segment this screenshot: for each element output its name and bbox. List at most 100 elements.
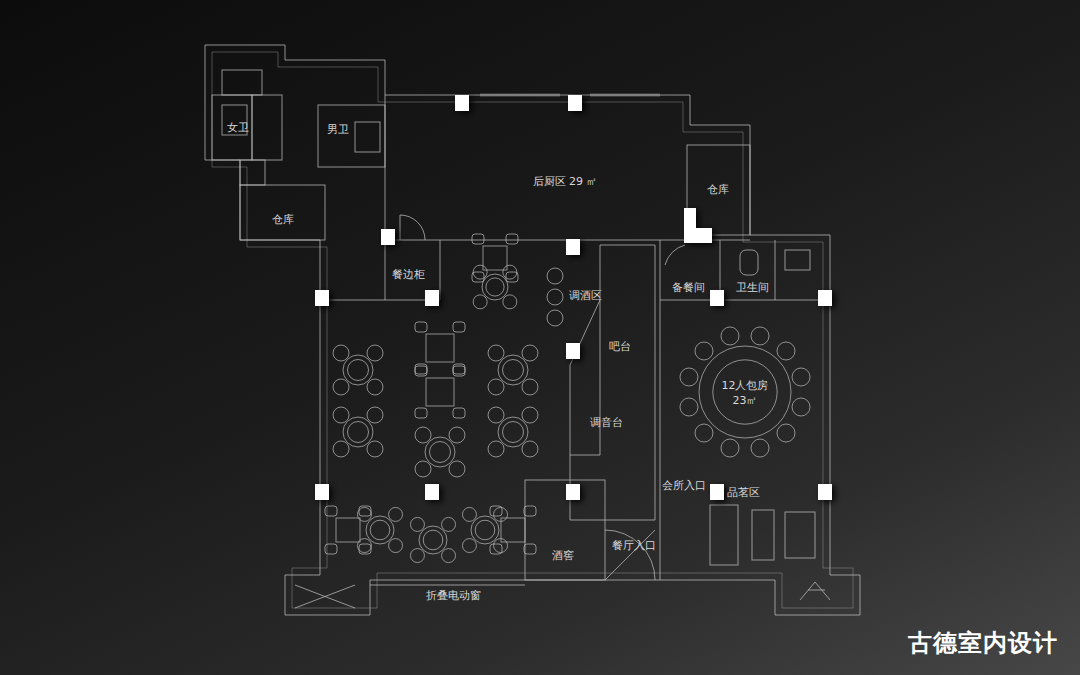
chair: [488, 345, 504, 361]
table-top: [343, 355, 373, 385]
column: [818, 484, 832, 500]
column: [566, 484, 580, 500]
chair: [506, 272, 518, 282]
room: [318, 105, 385, 167]
room-label: 12人包房: [722, 380, 769, 392]
room: [240, 185, 325, 240]
room-label: 折叠电动窗: [426, 590, 481, 602]
chair: [415, 366, 427, 376]
table-top: [503, 422, 524, 443]
table-top: [486, 278, 504, 296]
chair: [721, 327, 739, 345]
bar-stool: [547, 289, 563, 305]
column: [425, 290, 439, 306]
chair: [410, 549, 424, 563]
room: [687, 145, 750, 235]
window: [590, 94, 660, 97]
room-label: 仓库: [707, 184, 729, 196]
room-label: 餐厅入口: [612, 540, 656, 552]
chair: [462, 539, 476, 553]
outer-wall: [212, 52, 853, 608]
chair: [792, 368, 810, 386]
table-top: [430, 442, 451, 463]
table-top: [503, 360, 524, 381]
chair: [503, 295, 517, 309]
room-label: 23㎡: [733, 395, 758, 407]
wall: [775, 240, 776, 300]
room-label: 仓库: [272, 214, 294, 226]
chair: [522, 441, 538, 457]
chair: [488, 441, 504, 457]
outer-wall: [205, 45, 860, 615]
room-label: 备餐间: [672, 282, 705, 294]
column: [566, 239, 580, 255]
sofa: [785, 512, 815, 558]
chair: [751, 439, 769, 457]
room-label: 调音台: [590, 417, 623, 429]
column: [568, 95, 582, 111]
chair: [695, 424, 713, 442]
chair: [367, 379, 383, 395]
column: [381, 229, 395, 245]
table-top: [423, 530, 443, 550]
table-top: [482, 274, 508, 300]
round-table: [410, 517, 455, 562]
table-top: [336, 518, 360, 542]
table-top: [425, 437, 455, 467]
square-table: [415, 366, 465, 418]
room-label: 餐边柜: [392, 269, 425, 281]
table-top: [348, 422, 369, 443]
chair: [680, 368, 698, 386]
fixture: [222, 70, 262, 95]
round-table: [333, 345, 383, 395]
tea-table: [710, 505, 738, 565]
chair: [442, 549, 456, 563]
chair: [359, 544, 371, 554]
room-label: 吧台: [609, 341, 631, 353]
table-top: [483, 246, 507, 270]
chair: [490, 506, 502, 516]
table-top: [713, 360, 777, 424]
chair: [721, 439, 739, 457]
room-label: 品茗区: [727, 487, 760, 499]
sink: [785, 250, 810, 270]
chair: [506, 234, 518, 244]
column: [315, 290, 329, 306]
room-label: 会所入口: [662, 480, 706, 492]
table-top: [426, 378, 454, 406]
chair: [415, 408, 427, 418]
chair: [415, 427, 431, 443]
tea-table: [752, 510, 774, 560]
fixture: [355, 122, 380, 152]
chair: [777, 342, 795, 360]
room-label: 女卫: [227, 122, 249, 134]
door: [605, 530, 655, 580]
room: [252, 95, 282, 160]
round-table: [415, 427, 465, 477]
bar-stool: [547, 310, 563, 326]
chair: [472, 234, 484, 244]
column: [710, 484, 724, 500]
chair: [325, 506, 337, 516]
chair: [389, 507, 403, 521]
chair: [751, 327, 769, 345]
table-top: [366, 516, 394, 544]
chair: [367, 407, 383, 423]
table-top: [475, 520, 495, 540]
bar-counter: [570, 300, 600, 455]
door: [665, 245, 685, 265]
chair: [462, 507, 476, 521]
chair: [325, 544, 337, 554]
wall: [320, 300, 440, 301]
round-table: [333, 407, 383, 457]
round-table: [680, 327, 810, 457]
stair-cross: [295, 585, 355, 608]
chair: [524, 544, 536, 554]
chair: [415, 461, 431, 477]
round-table: [488, 345, 538, 395]
chair: [333, 407, 349, 423]
room: [212, 95, 252, 160]
chair: [488, 379, 504, 395]
round-table: [357, 507, 402, 552]
